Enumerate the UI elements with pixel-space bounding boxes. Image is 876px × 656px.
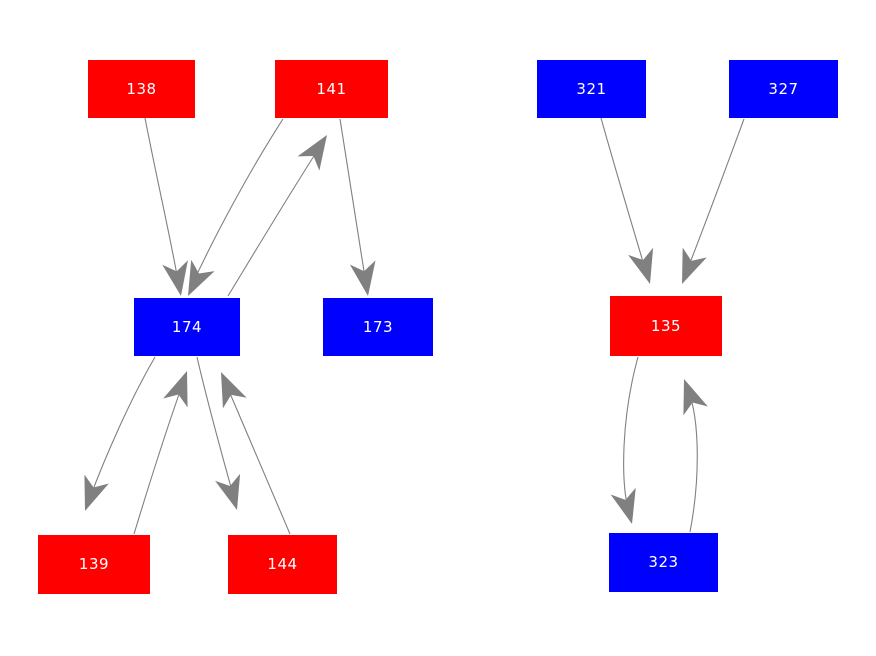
edge-arrowhead bbox=[349, 260, 376, 296]
graph-node-label: 138 bbox=[126, 79, 157, 98]
graph-edge-174-to-141 bbox=[227, 135, 327, 297]
edge-arrowhead bbox=[162, 260, 188, 296]
edge-arrowhead bbox=[163, 371, 188, 408]
graph-node-141[interactable]: 141 bbox=[275, 60, 388, 118]
edge-arrowhead bbox=[682, 247, 707, 284]
edge-arrowhead bbox=[188, 259, 215, 296]
graph-node-138[interactable]: 138 bbox=[88, 60, 195, 118]
graph-node-327[interactable]: 327 bbox=[729, 60, 838, 118]
edge-line bbox=[88, 356, 156, 501]
edge-arrowhead bbox=[628, 247, 654, 284]
edge-arrowhead bbox=[221, 372, 247, 409]
graph-edge-174-to-144 bbox=[196, 356, 241, 510]
graph-edge-174-to-139 bbox=[84, 356, 156, 511]
graph-edge-144-to-174 bbox=[221, 372, 291, 535]
edge-arrowhead bbox=[610, 487, 636, 524]
edge-arrowhead bbox=[84, 474, 109, 511]
edge-line bbox=[687, 389, 698, 533]
graph-node-label: 323 bbox=[648, 553, 679, 571]
edge-line bbox=[339, 118, 367, 285]
graph-node-label: 139 bbox=[78, 555, 110, 573]
graph-edge-139-to-174 bbox=[133, 371, 188, 535]
graph-node-label: 135 bbox=[650, 316, 682, 335]
graph-node-label: 141 bbox=[316, 79, 347, 98]
edge-line bbox=[191, 118, 284, 286]
edge-arrowhead bbox=[215, 473, 241, 510]
graph-edge-138-to-174 bbox=[144, 117, 188, 296]
edge-line bbox=[144, 117, 180, 287]
graph-node-135[interactable]: 135 bbox=[610, 296, 722, 356]
graph-node-label: 173 bbox=[362, 317, 394, 336]
graph-edge-321-to-135 bbox=[600, 117, 654, 284]
graph-node-label: 174 bbox=[171, 317, 203, 336]
graph-node-144[interactable]: 144 bbox=[228, 535, 337, 594]
edge-arrowhead bbox=[683, 379, 708, 416]
edge-line bbox=[133, 382, 184, 535]
graph-node-173[interactable]: 173 bbox=[323, 298, 433, 356]
edge-line bbox=[225, 383, 291, 535]
graph-node-label: 327 bbox=[768, 79, 799, 98]
graph-node-323[interactable]: 323 bbox=[609, 533, 718, 592]
graph-node-label: 144 bbox=[267, 555, 298, 573]
edge-line bbox=[600, 117, 647, 273]
edge-line bbox=[623, 356, 639, 514]
graph-node-label: 321 bbox=[576, 79, 607, 98]
graph-edge-135-to-323 bbox=[610, 356, 639, 524]
edge-line bbox=[685, 118, 745, 274]
graph-edge-323-to-135 bbox=[683, 379, 708, 533]
edge-line bbox=[227, 144, 322, 297]
graph-edge-141-to-173 bbox=[339, 118, 376, 296]
graph-node-174[interactable]: 174 bbox=[134, 298, 240, 356]
graph-node-139[interactable]: 139 bbox=[38, 535, 150, 594]
edge-line bbox=[196, 356, 235, 499]
graph-node-321[interactable]: 321 bbox=[537, 60, 646, 118]
edge-arrowhead bbox=[297, 135, 327, 171]
graph-edge-141-to-174 bbox=[188, 118, 284, 296]
graph-edge-327-to-135 bbox=[682, 118, 745, 284]
